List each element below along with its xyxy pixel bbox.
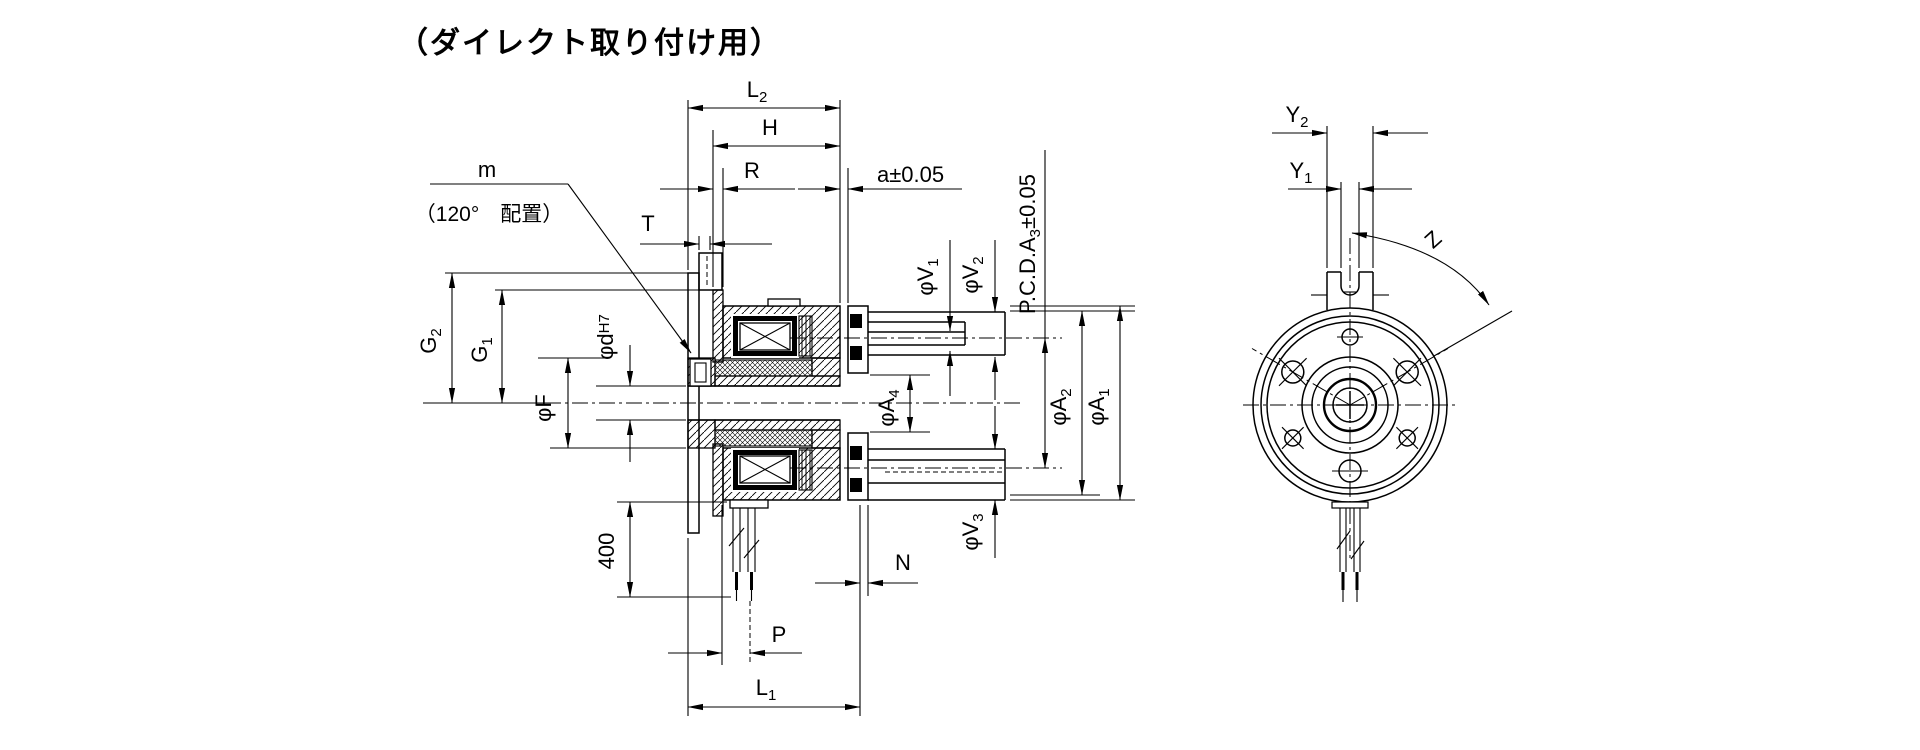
dim-label-400: 400 <box>594 533 619 570</box>
dim-label-Y2: Y2 <box>1285 102 1308 131</box>
dim-L2: L2 <box>687 77 841 303</box>
dim-label-phiA4: φA4 <box>874 389 903 426</box>
dim-label-pcdA3: P.C.D.A3±0.05 <box>1015 174 1044 314</box>
dim-G1: G1 <box>467 289 713 404</box>
dim-G2: G2 <box>416 272 688 404</box>
small-holes <box>1281 328 1419 450</box>
dim-label-phiA1: φA1 <box>1084 388 1113 425</box>
dim-label-R: R <box>744 158 760 183</box>
dim-phiA1: φA1 <box>1010 305 1135 501</box>
field-housing-lower <box>722 447 841 509</box>
dim-a: a±0.05 <box>798 162 962 303</box>
dim-label-phiV2: φV2 <box>958 256 987 293</box>
dim-label-phiV1: φV1 <box>913 258 942 295</box>
dim-label-L2: L2 <box>747 77 768 106</box>
lead-exit-block <box>729 499 769 509</box>
dim-label-phiV3: φV3 <box>958 513 987 550</box>
dim-label-m: m <box>478 157 496 182</box>
dim-label-G1: G1 <box>467 337 496 362</box>
dim-phiA4: φA4 <box>870 374 930 433</box>
dim-label-phiA2: φA2 <box>1046 388 1075 425</box>
dim-label-N: N <box>895 550 911 575</box>
dim-label-Z: Z <box>1420 226 1447 254</box>
drawing-title: （ダイレクト取り付け用） <box>398 26 782 60</box>
dim-label-P: P <box>772 622 787 647</box>
bearing-bands <box>714 359 813 447</box>
mounting-holes-m <box>1278 357 1422 483</box>
dim-label-Y1: Y1 <box>1289 158 1312 187</box>
front-view: Y2 Y1 Z <box>1243 102 1513 602</box>
dim-lead-length: 400 <box>594 501 731 598</box>
dim-label-phiF: φF <box>531 394 556 422</box>
dim-label-phid: φdH7 <box>593 314 618 360</box>
mounting-bolt <box>689 358 712 387</box>
dim-T: T <box>640 211 772 250</box>
side-section-view: L2 H R a±0.05 T <box>415 77 1135 716</box>
rotor-hub <box>687 357 841 449</box>
dim-L1: L1 <box>687 505 861 716</box>
dim-label-G2: G2 <box>416 328 445 353</box>
dim-phiF: φF <box>531 357 686 449</box>
field-housing-upper <box>722 298 841 359</box>
dim-label-m-note: （120° 配置） <box>415 203 563 226</box>
dim-phiV1: φV1 <box>913 240 954 396</box>
dim-N: N <box>815 505 918 596</box>
dim-pcdA3: P.C.D.A3±0.05 <box>1015 150 1049 469</box>
dim-label-T: T <box>641 211 654 236</box>
dim-phiV2: φV2 <box>958 240 999 400</box>
lead-wires-side <box>728 508 760 601</box>
dim-P: P <box>668 505 802 665</box>
armature-plate <box>847 305 869 501</box>
dim-phiV3: φV3 <box>958 406 999 558</box>
dim-m: m （120° 配置） <box>415 157 692 354</box>
dim-phid: φdH7 <box>593 314 686 462</box>
dim-label-H: H <box>762 115 778 140</box>
dim-Y2: Y2 <box>1272 102 1428 268</box>
dim-Z: Z <box>1351 226 1513 357</box>
dim-H: H <box>712 115 841 287</box>
dim-label-L1: L1 <box>756 675 777 704</box>
dim-R: R <box>660 158 795 287</box>
dim-Y1: Y1 <box>1288 158 1412 268</box>
dim-label-a: a±0.05 <box>877 162 944 187</box>
shaft-profile <box>790 311 1062 501</box>
lead-wires-front <box>1331 501 1369 602</box>
dim-phiA2: φA2 <box>1010 310 1135 496</box>
